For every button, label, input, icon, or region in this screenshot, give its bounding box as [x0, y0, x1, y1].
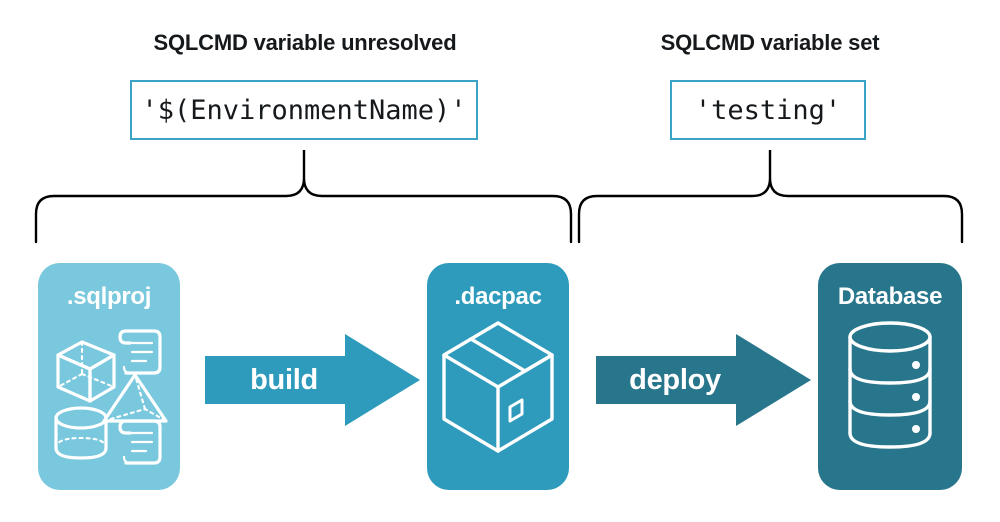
stage-box-sqlproj: .sqlproj — [38, 263, 180, 490]
stage-box-database: Database — [818, 263, 962, 490]
database-cylinder-icon — [848, 321, 932, 449]
dacpac-icon-wrap — [427, 315, 569, 465]
arrow-build-shape — [205, 334, 420, 426]
scroll-document-icon — [118, 329, 162, 375]
database-icon-wrap — [818, 315, 962, 465]
heading-sqlcmd-variable-set: SQLCMD variable set — [660, 30, 880, 55]
brace-left-icon — [34, 150, 573, 244]
scroll-document-icon — [118, 419, 162, 465]
arrow-deploy-shape — [596, 334, 811, 426]
code-box-testing: 'testing' — [670, 80, 866, 140]
wireframe-cylinder-icon — [54, 406, 108, 460]
arrow-label-build: build — [250, 363, 318, 396]
package-box-icon — [442, 321, 554, 453]
arrow-deploy: deploy — [596, 334, 811, 426]
code-box-environment-name: '$(EnvironmentName)' — [130, 80, 478, 140]
wireframe-cube-icon — [56, 340, 116, 403]
stage-label-database: Database — [837, 283, 943, 310]
heading-sqlcmd-variable-unresolved: SQLCMD variable unresolved — [153, 30, 457, 55]
arrow-label-deploy: deploy — [629, 363, 721, 396]
stage-label-sqlproj: .sqlproj — [66, 283, 152, 310]
arrow-build: build — [205, 334, 420, 426]
brace-right-icon — [577, 150, 964, 244]
sqlproj-icon-cluster — [38, 315, 180, 465]
stage-label-dacpac: .dacpac — [454, 283, 542, 310]
stage-box-dacpac: .dacpac — [427, 263, 569, 490]
